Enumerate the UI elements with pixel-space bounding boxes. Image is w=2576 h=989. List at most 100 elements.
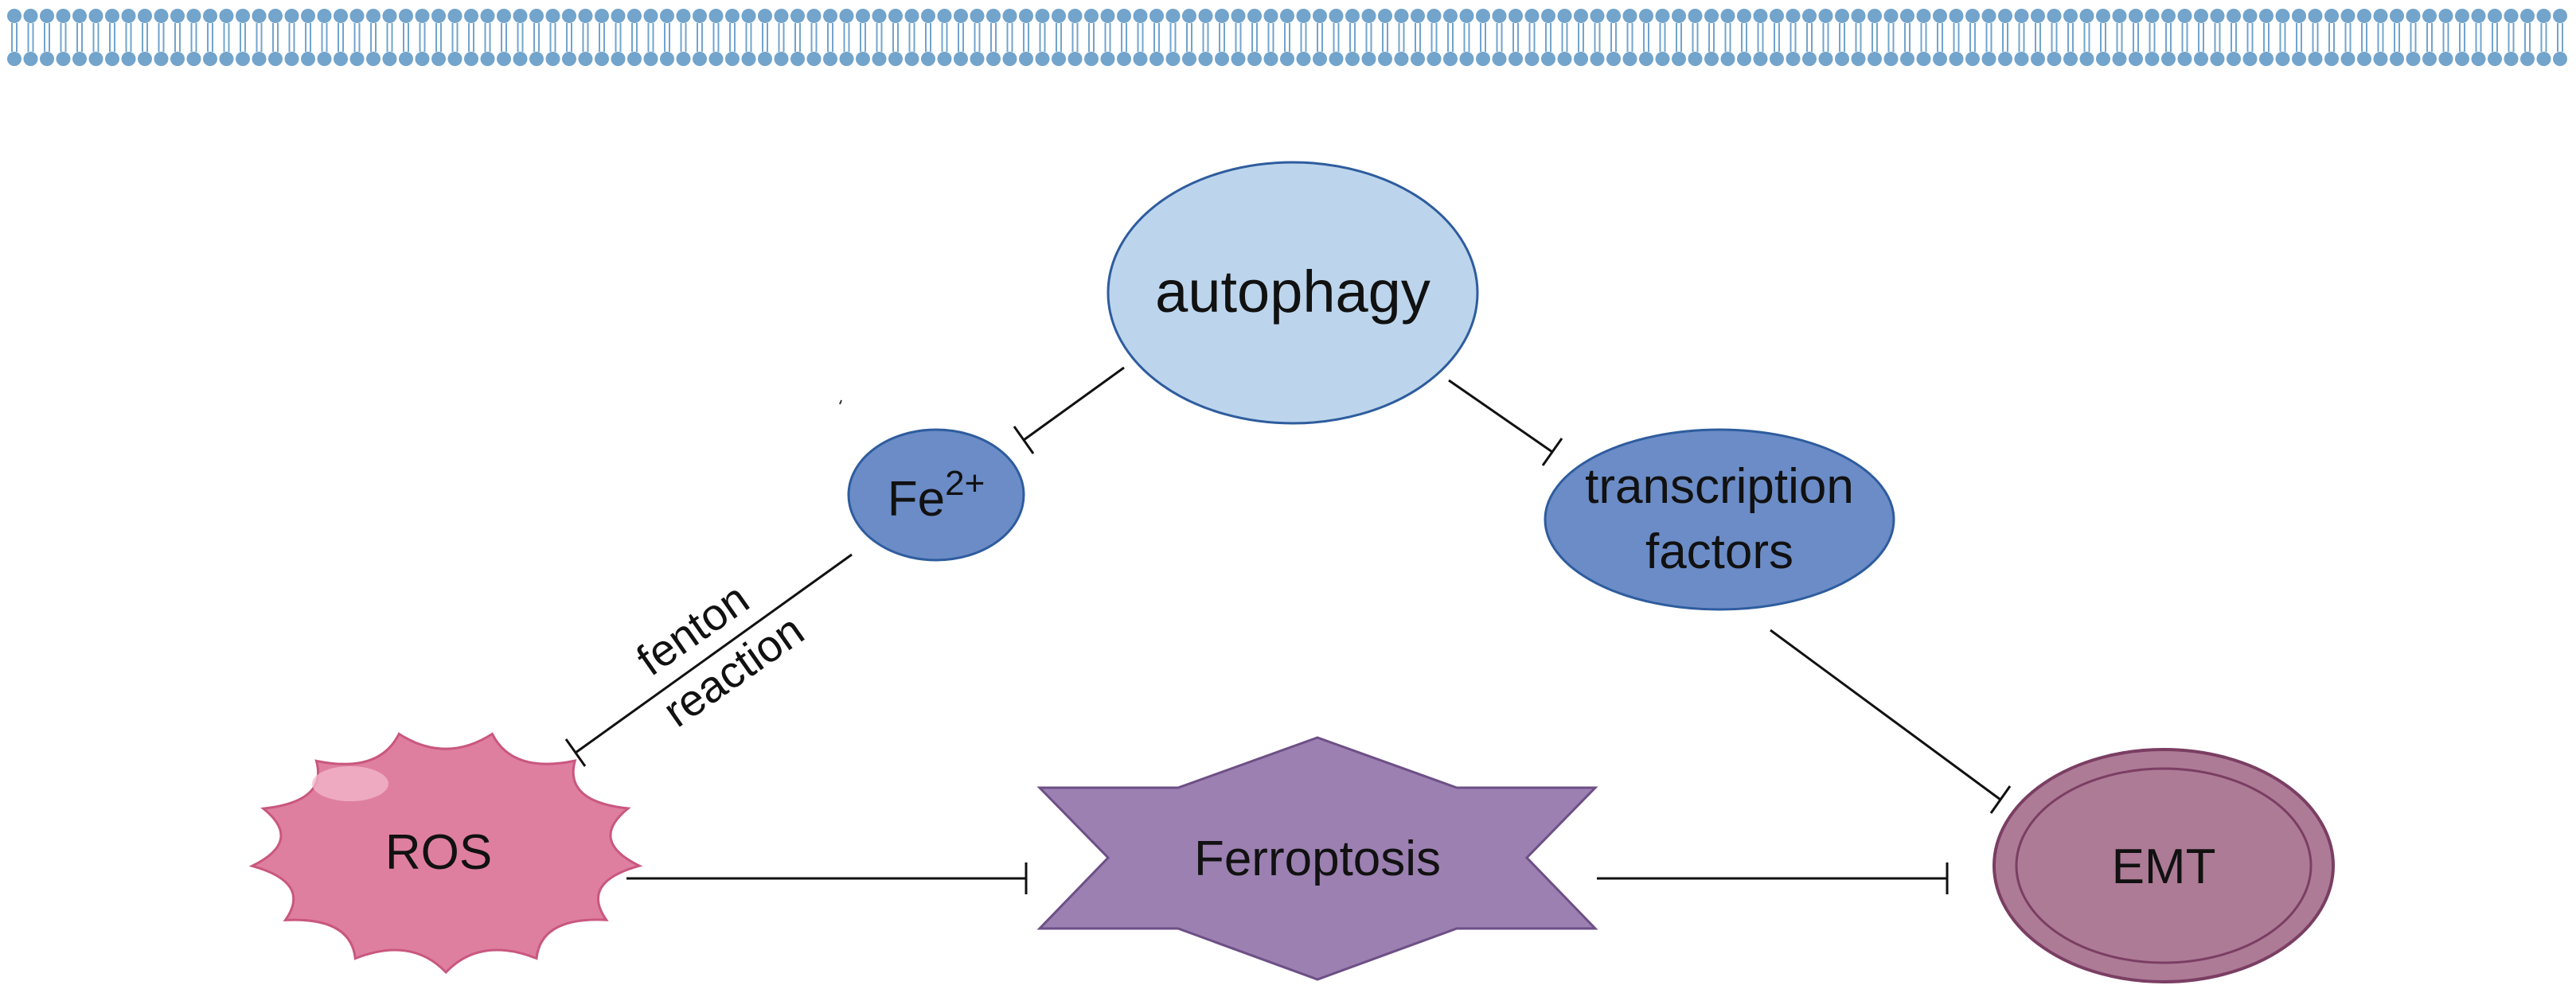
lipid-head	[545, 52, 560, 66]
autophagy-label: autophagy	[1155, 259, 1430, 325]
lipid-head	[1443, 52, 1458, 66]
lipid-head	[1427, 52, 1442, 66]
lipid-head	[1247, 52, 1262, 66]
lipid-head	[578, 52, 593, 66]
ros-highlight	[312, 766, 388, 801]
lipid-head	[1052, 9, 1066, 23]
lipid-head	[2259, 9, 2274, 23]
lipid-head	[415, 9, 430, 23]
lipid-head	[725, 9, 740, 23]
lipid-head	[1215, 52, 1229, 66]
lipid-head	[2308, 9, 2323, 23]
lipid-head	[2275, 9, 2290, 23]
lipid-head	[1182, 52, 1196, 66]
lipid-head	[236, 52, 250, 66]
lipid-head	[1916, 52, 1931, 66]
lipid-head	[2047, 52, 2062, 66]
lipid-head	[317, 52, 332, 66]
lipid-head	[2373, 9, 2388, 23]
node-autophagy: autophagy	[1107, 161, 1479, 425]
lipid-head	[186, 52, 201, 66]
lipid-head	[2194, 9, 2208, 23]
lipid-head	[1002, 52, 1017, 66]
ferroptosis-label: Ferroptosis	[1194, 831, 1441, 886]
lipid-head	[219, 9, 234, 23]
lipid-head	[627, 52, 642, 66]
lipid-head	[725, 52, 740, 66]
lipid-head	[1639, 52, 1653, 66]
lipid-head	[1345, 52, 1360, 66]
lipid-head	[203, 9, 217, 23]
lipid-head	[2047, 9, 2062, 23]
lipid-head	[2063, 52, 2078, 66]
lipid-head	[7, 9, 21, 23]
lipid-head	[904, 52, 919, 66]
lipid-head	[2210, 52, 2225, 66]
lipid-head	[105, 52, 119, 66]
lipid-head	[954, 52, 968, 66]
lipid-head	[121, 52, 136, 66]
lipid-head	[1900, 52, 1914, 66]
lipid-head	[2536, 52, 2551, 66]
lipid-head	[1165, 9, 1181, 23]
lipid-head	[2242, 9, 2258, 23]
lipid-head	[349, 9, 365, 23]
lipid-head	[1133, 9, 1148, 23]
lipid-head	[1851, 52, 1866, 66]
lipid-head	[2112, 9, 2127, 23]
lipid-head	[1100, 9, 1115, 23]
lipid-head	[2227, 52, 2241, 66]
lipid-head	[2292, 52, 2306, 66]
lipid-head	[1933, 52, 1947, 66]
lipid-head	[872, 52, 887, 66]
lipid-head	[872, 9, 887, 23]
lipid-head	[921, 52, 935, 66]
lipid-head	[219, 52, 234, 66]
lipid-head	[1067, 9, 1083, 23]
lipid-head	[1802, 52, 1817, 66]
lipid-head	[2340, 52, 2355, 66]
lipid-head	[758, 52, 772, 66]
lipid-head	[937, 52, 952, 66]
lipid-head	[40, 52, 54, 66]
lipid-head	[2259, 52, 2274, 66]
lipid-head	[284, 9, 299, 23]
lipid-head	[2373, 52, 2388, 66]
lipid-head	[2308, 52, 2323, 66]
node-emt: EMT	[1992, 748, 2335, 983]
lipid-head	[464, 52, 478, 66]
lipid-head	[1231, 9, 1246, 23]
lipid-head	[1541, 9, 1555, 23]
lipid-head	[1215, 9, 1229, 23]
lipid-head	[2520, 9, 2535, 23]
lipid-head	[986, 9, 1001, 23]
emt-label: EMT	[2112, 839, 2216, 894]
lipid-head	[2096, 9, 2110, 23]
lipid-head	[595, 9, 609, 23]
lipid-head	[1770, 52, 1784, 66]
lipid-head	[1688, 52, 1703, 66]
lipid-head	[1524, 52, 1540, 66]
lipid-head	[529, 9, 544, 23]
lipid-head	[513, 52, 528, 66]
lipid-head	[382, 52, 397, 66]
lipid-head	[1509, 9, 1523, 23]
lipid-head	[888, 9, 903, 23]
lipid-head	[741, 9, 756, 23]
lipid-head	[1818, 52, 1833, 66]
lipid-head	[1313, 9, 1327, 23]
lipid-head	[170, 9, 185, 23]
lipid-head	[708, 52, 724, 66]
lipid-head	[480, 52, 495, 66]
edge-fe-to-ros	[564, 553, 853, 767]
lipid-head	[708, 9, 724, 23]
lipid-head	[154, 9, 169, 23]
lipid-head	[399, 9, 413, 23]
lipid-head	[1606, 9, 1621, 23]
lipid-head	[562, 9, 576, 23]
lipid-head	[1574, 9, 1588, 23]
lipid-head	[627, 9, 642, 23]
lipid-head	[1067, 52, 1083, 66]
lipid-head	[2536, 9, 2551, 23]
